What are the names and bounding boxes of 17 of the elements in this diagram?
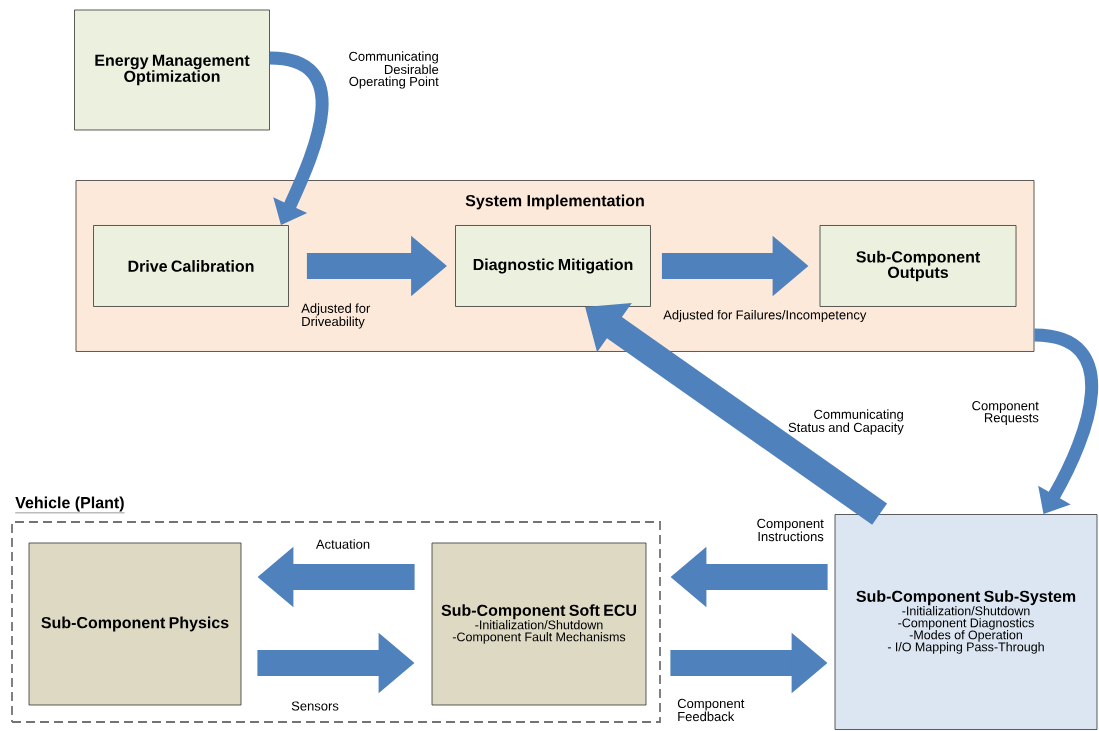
edge-label: Adjusted for Failures/Incompetency bbox=[663, 309, 867, 323]
edge-label: Adjusted for Driveability bbox=[301, 303, 371, 329]
edge-label: Component Feedback bbox=[677, 698, 745, 722]
edge-label: Sensors bbox=[291, 701, 339, 711]
node-label: Vehicle (Plant) bbox=[15, 496, 124, 512]
process-box: Energy Management Optimization bbox=[74, 9, 270, 131]
edge-label: Component Requests bbox=[972, 401, 1039, 425]
edge-label: Communicating Status and Capacity bbox=[788, 409, 904, 435]
process-box: Sub-Component Soft ECU -Initialization/Shutdown -Component Fault Mechanisms bbox=[431, 542, 647, 706]
edge-label: Component Instructions bbox=[757, 518, 824, 542]
process-box: Sub-Component Sub-System -Initialization/Shutdown -Component Diagnostics -Modes of Operation - I/O Mapping Pass-Through bbox=[834, 514, 1098, 730]
process-box: Drive Calibration bbox=[93, 225, 289, 307]
edge-label: Communicating Desirable Operating Point bbox=[349, 51, 439, 89]
process-box: Diagnostic Mitigation bbox=[455, 225, 651, 307]
process-box: Sub-Component Outputs bbox=[819, 225, 1017, 307]
process-box: Sub-Component Physics bbox=[28, 542, 242, 706]
edge-label: Actuation bbox=[315, 539, 370, 549]
